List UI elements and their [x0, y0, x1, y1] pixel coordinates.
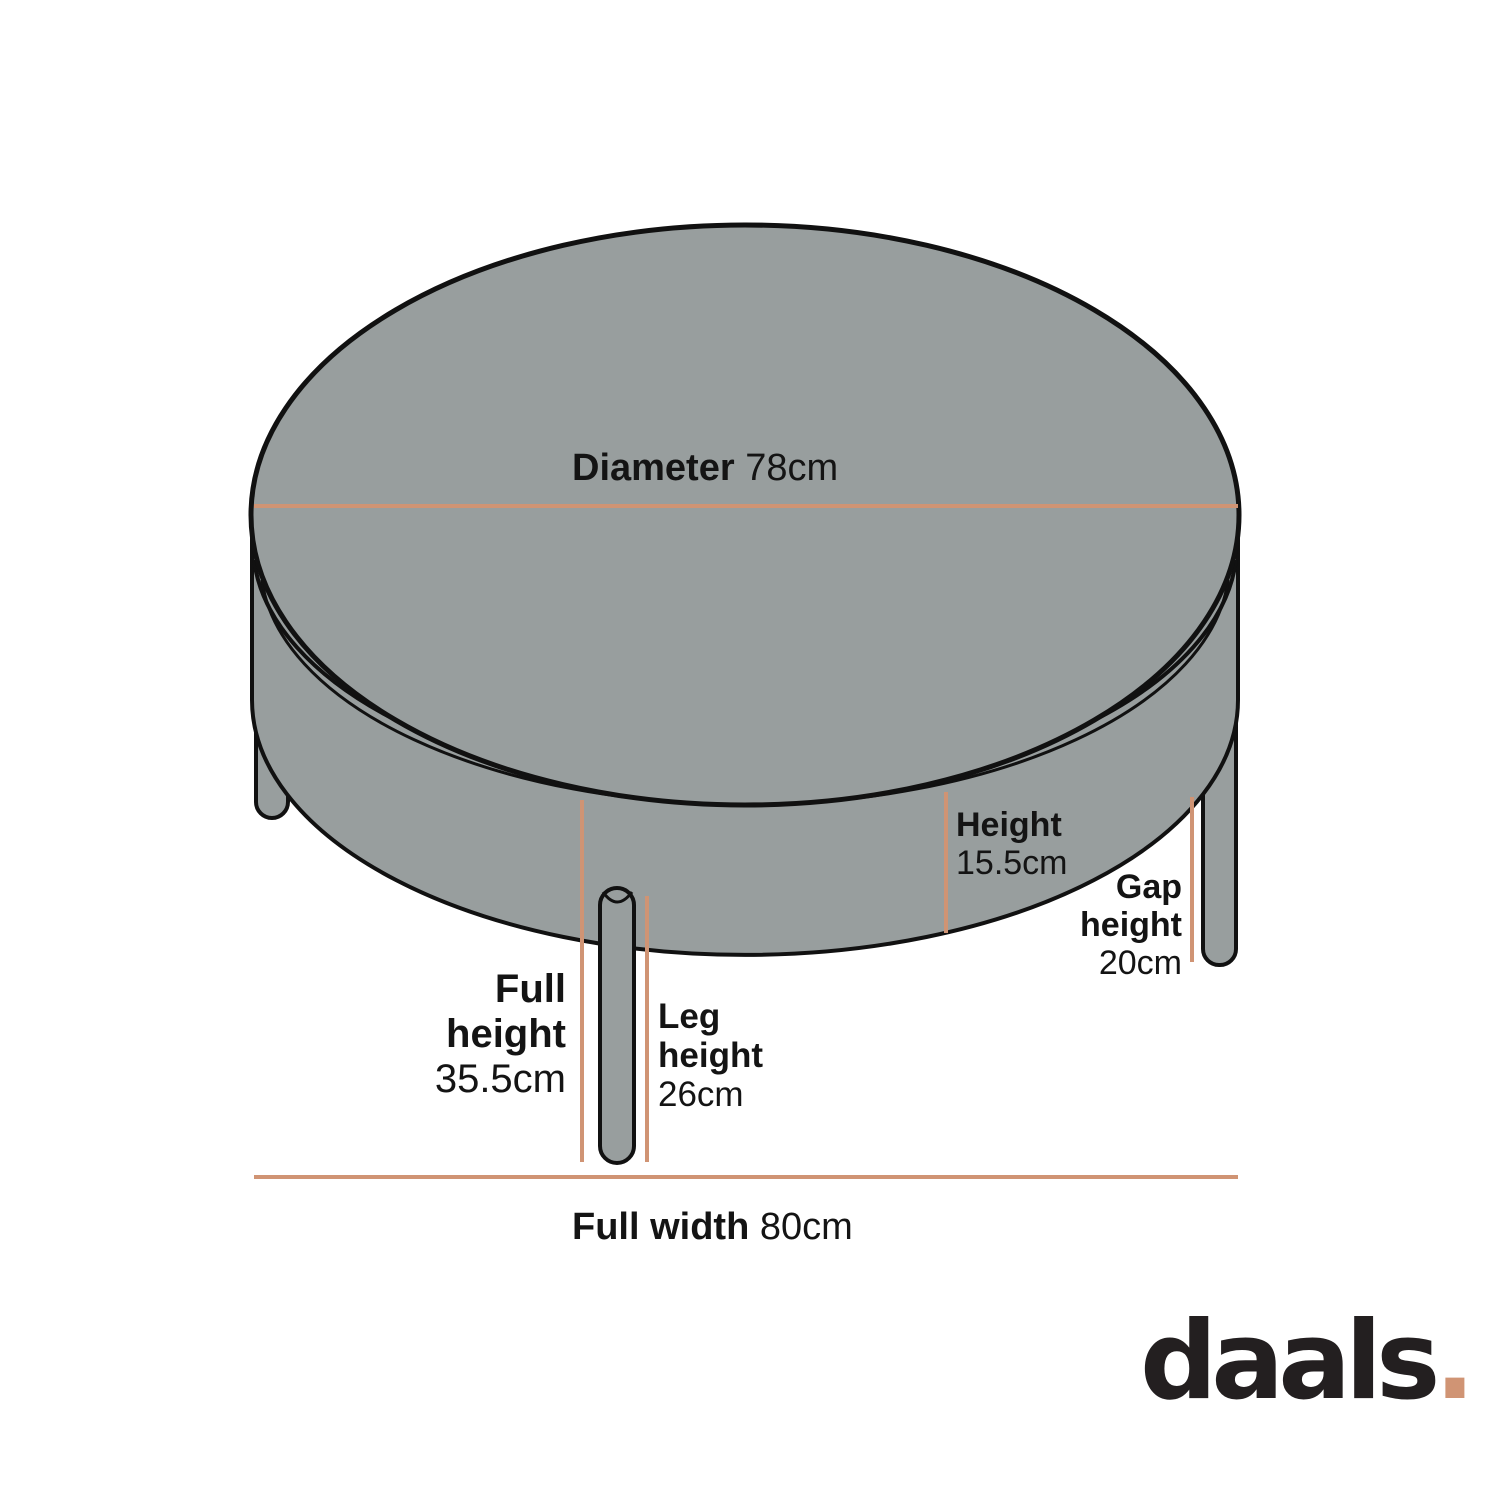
full-width-title: Full width — [572, 1206, 750, 1248]
full-height-value: 35.5cm — [434, 1056, 566, 1101]
full-height-title-1: Full — [494, 967, 566, 1011]
table-top — [248, 222, 1242, 808]
height-label: Height 15.5cm — [956, 806, 1068, 882]
full-width-value: 80cm — [759, 1206, 853, 1248]
leg-height-title-2: height — [658, 1036, 763, 1076]
logo-text: daals — [1140, 1299, 1440, 1424]
diameter-label: Diameter 78cm — [572, 447, 838, 490]
brand-logo: daals. — [1140, 1308, 1475, 1416]
front-leg — [598, 886, 636, 1165]
diameter-value: 78cm — [745, 447, 839, 489]
gap-height-label: Gap height 20cm — [1080, 868, 1182, 982]
full-height-title-2: height — [446, 1011, 566, 1056]
leg-height-title-1: Leg — [658, 997, 721, 1036]
full-height-label: Full height 35.5cm — [435, 967, 566, 1101]
height-value: 15.5cm — [956, 844, 1068, 883]
gap-height-title-1: Gap — [1115, 868, 1182, 906]
gap-height-title-2: height — [1080, 906, 1182, 945]
measure-lines — [254, 504, 1238, 1179]
logo-dot: . — [1434, 1299, 1475, 1424]
leg-height-value: 26cm — [658, 1075, 744, 1115]
height-title: Height — [956, 806, 1062, 844]
full-width-label: Full width 80cm — [572, 1206, 853, 1249]
diameter-title: Diameter — [572, 447, 735, 489]
gap-height-value: 20cm — [1098, 944, 1182, 983]
leg-height-label: Leg height 26cm — [658, 997, 763, 1115]
